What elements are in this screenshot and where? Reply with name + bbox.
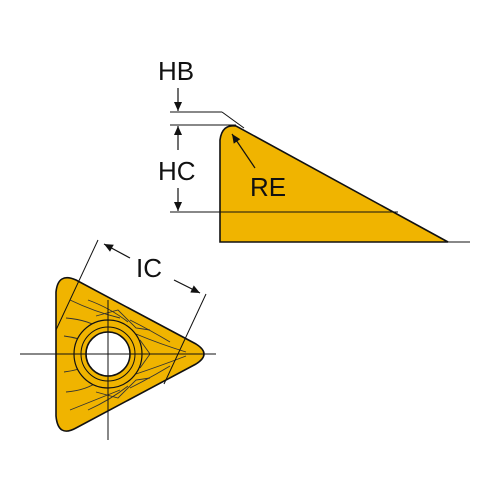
re-leader-arrow: [231, 133, 256, 169]
re-label: RE: [250, 172, 286, 202]
ic-label: IC: [136, 253, 162, 283]
hb-label: HB: [158, 56, 194, 86]
ic-arrow-left: [103, 243, 131, 259]
top-view: IC: [20, 239, 216, 440]
hc-label: HC: [158, 156, 196, 186]
ic-arrow-right: [173, 279, 201, 294]
ic-ext-right: [163, 293, 207, 385]
side-view: HB HC RE: [158, 56, 470, 243]
re-tangent: [221, 111, 245, 129]
ic-ext-left: [55, 239, 99, 331]
side-profile-body: [219, 124, 449, 243]
